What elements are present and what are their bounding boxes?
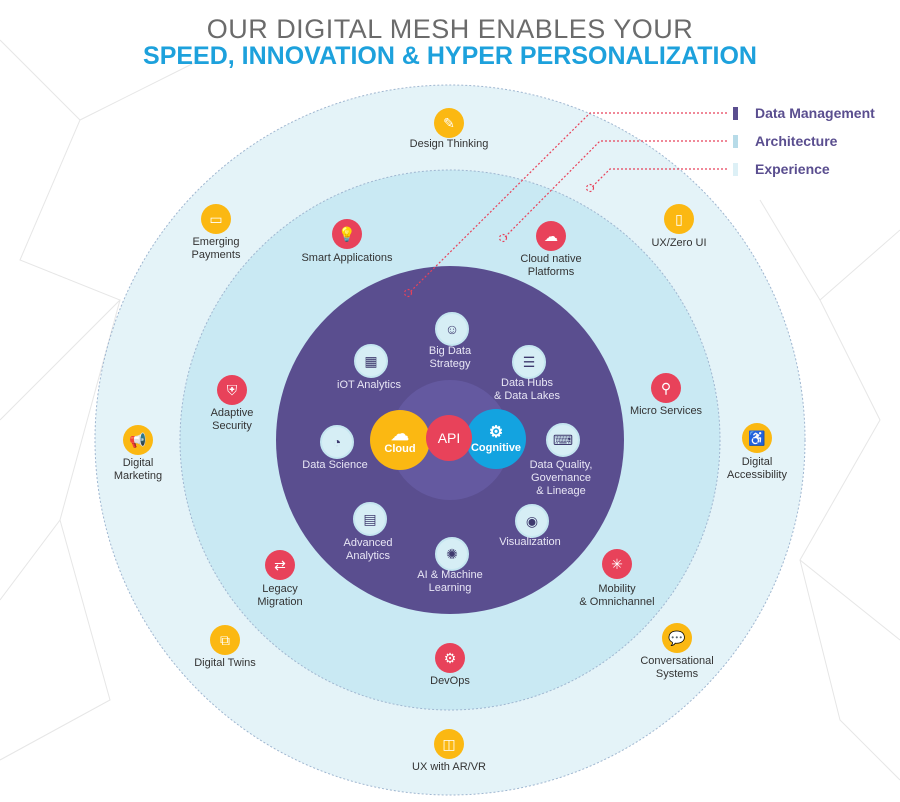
presentation-icon: ▤: [353, 502, 387, 536]
legend-label: Architecture: [755, 133, 838, 149]
capability-label: DevOps: [430, 675, 470, 687]
capability-label: iOT Analytics: [337, 379, 401, 391]
server-icon: ☰: [512, 345, 546, 379]
capability-label: Mobility& Omnichannel: [579, 583, 655, 608]
accessibility-icon: ♿: [742, 423, 772, 453]
legend-label: Experience: [755, 161, 830, 177]
cloud-label: Cloud: [384, 443, 416, 455]
chat-bubbles-icon: 💬: [662, 623, 692, 653]
cloud-icon: ☁: [391, 424, 409, 444]
legend-architecture: Architecture: [733, 133, 837, 149]
capability-label: Digital Twins: [194, 657, 256, 669]
capability-label: Data Hubs& Data Lakes: [493, 377, 561, 402]
legend-experience: Experience: [733, 161, 830, 177]
legend-label: Data Management: [755, 105, 875, 121]
capability-label: Data Science: [302, 459, 368, 471]
api-label: API: [437, 430, 461, 446]
shield-icon: ⛨: [217, 375, 247, 405]
legend-data-management: Data Management: [733, 105, 875, 121]
twins-icon: ⧉: [210, 625, 240, 655]
capability-label: Micro Services: [629, 405, 703, 417]
vr-headset-icon: ◫: [434, 729, 464, 759]
cloud-core: ☁Cloud: [370, 410, 430, 470]
cognitive-label: Cognitive: [470, 442, 522, 454]
microservices-icon: ⚲: [651, 373, 681, 403]
megaphone-icon: 📢: [123, 425, 153, 455]
capability-label: Data Quality,Governance& Lineage: [529, 459, 593, 497]
migration-icon: ⇄: [265, 550, 295, 580]
smartphone-icon: ▯: [664, 204, 694, 234]
pencil-icon: ✎: [434, 108, 464, 138]
gear-icon: ⚙: [435, 643, 465, 673]
capability-label: Smart Applications: [301, 252, 393, 264]
background-network: [0, 39, 900, 781]
title-line-2: SPEED, INNOVATION & HYPER PERSONALIZATIO…: [143, 42, 757, 70]
cognitive-core: ⚙Cognitive: [466, 409, 526, 469]
capability-label: UX/Zero UI: [651, 237, 707, 249]
lightbulb-gear-icon: ⚙: [488, 424, 504, 441]
capability-label: UX with AR/VR: [412, 761, 486, 773]
legend-marker: [733, 106, 738, 120]
legend-marker: [733, 134, 738, 148]
laptop-chart-icon: ⌨: [546, 423, 580, 457]
payment-card-icon: ▭: [201, 204, 231, 234]
network-icon: ✳: [602, 549, 632, 579]
capability-label: Design Thinking: [409, 138, 489, 150]
legend-marker: [733, 162, 738, 176]
title-line-1: OUR DIGITAL MESH ENABLES YOUR: [206, 14, 694, 44]
iot-icon: ▦: [354, 344, 388, 378]
capability-label: Visualization: [499, 536, 561, 548]
legend-connectors: [403, 112, 727, 298]
api-core: API: [426, 415, 472, 461]
brain-icon: ✺: [435, 537, 469, 571]
cloud-icon: ☁: [536, 221, 566, 251]
head-gears-icon: ☺: [435, 312, 469, 346]
lightbulb-icon: 💡: [332, 219, 362, 249]
pie-chart-icon: ◔: [320, 425, 354, 459]
eye-icon: ◉: [515, 504, 549, 538]
